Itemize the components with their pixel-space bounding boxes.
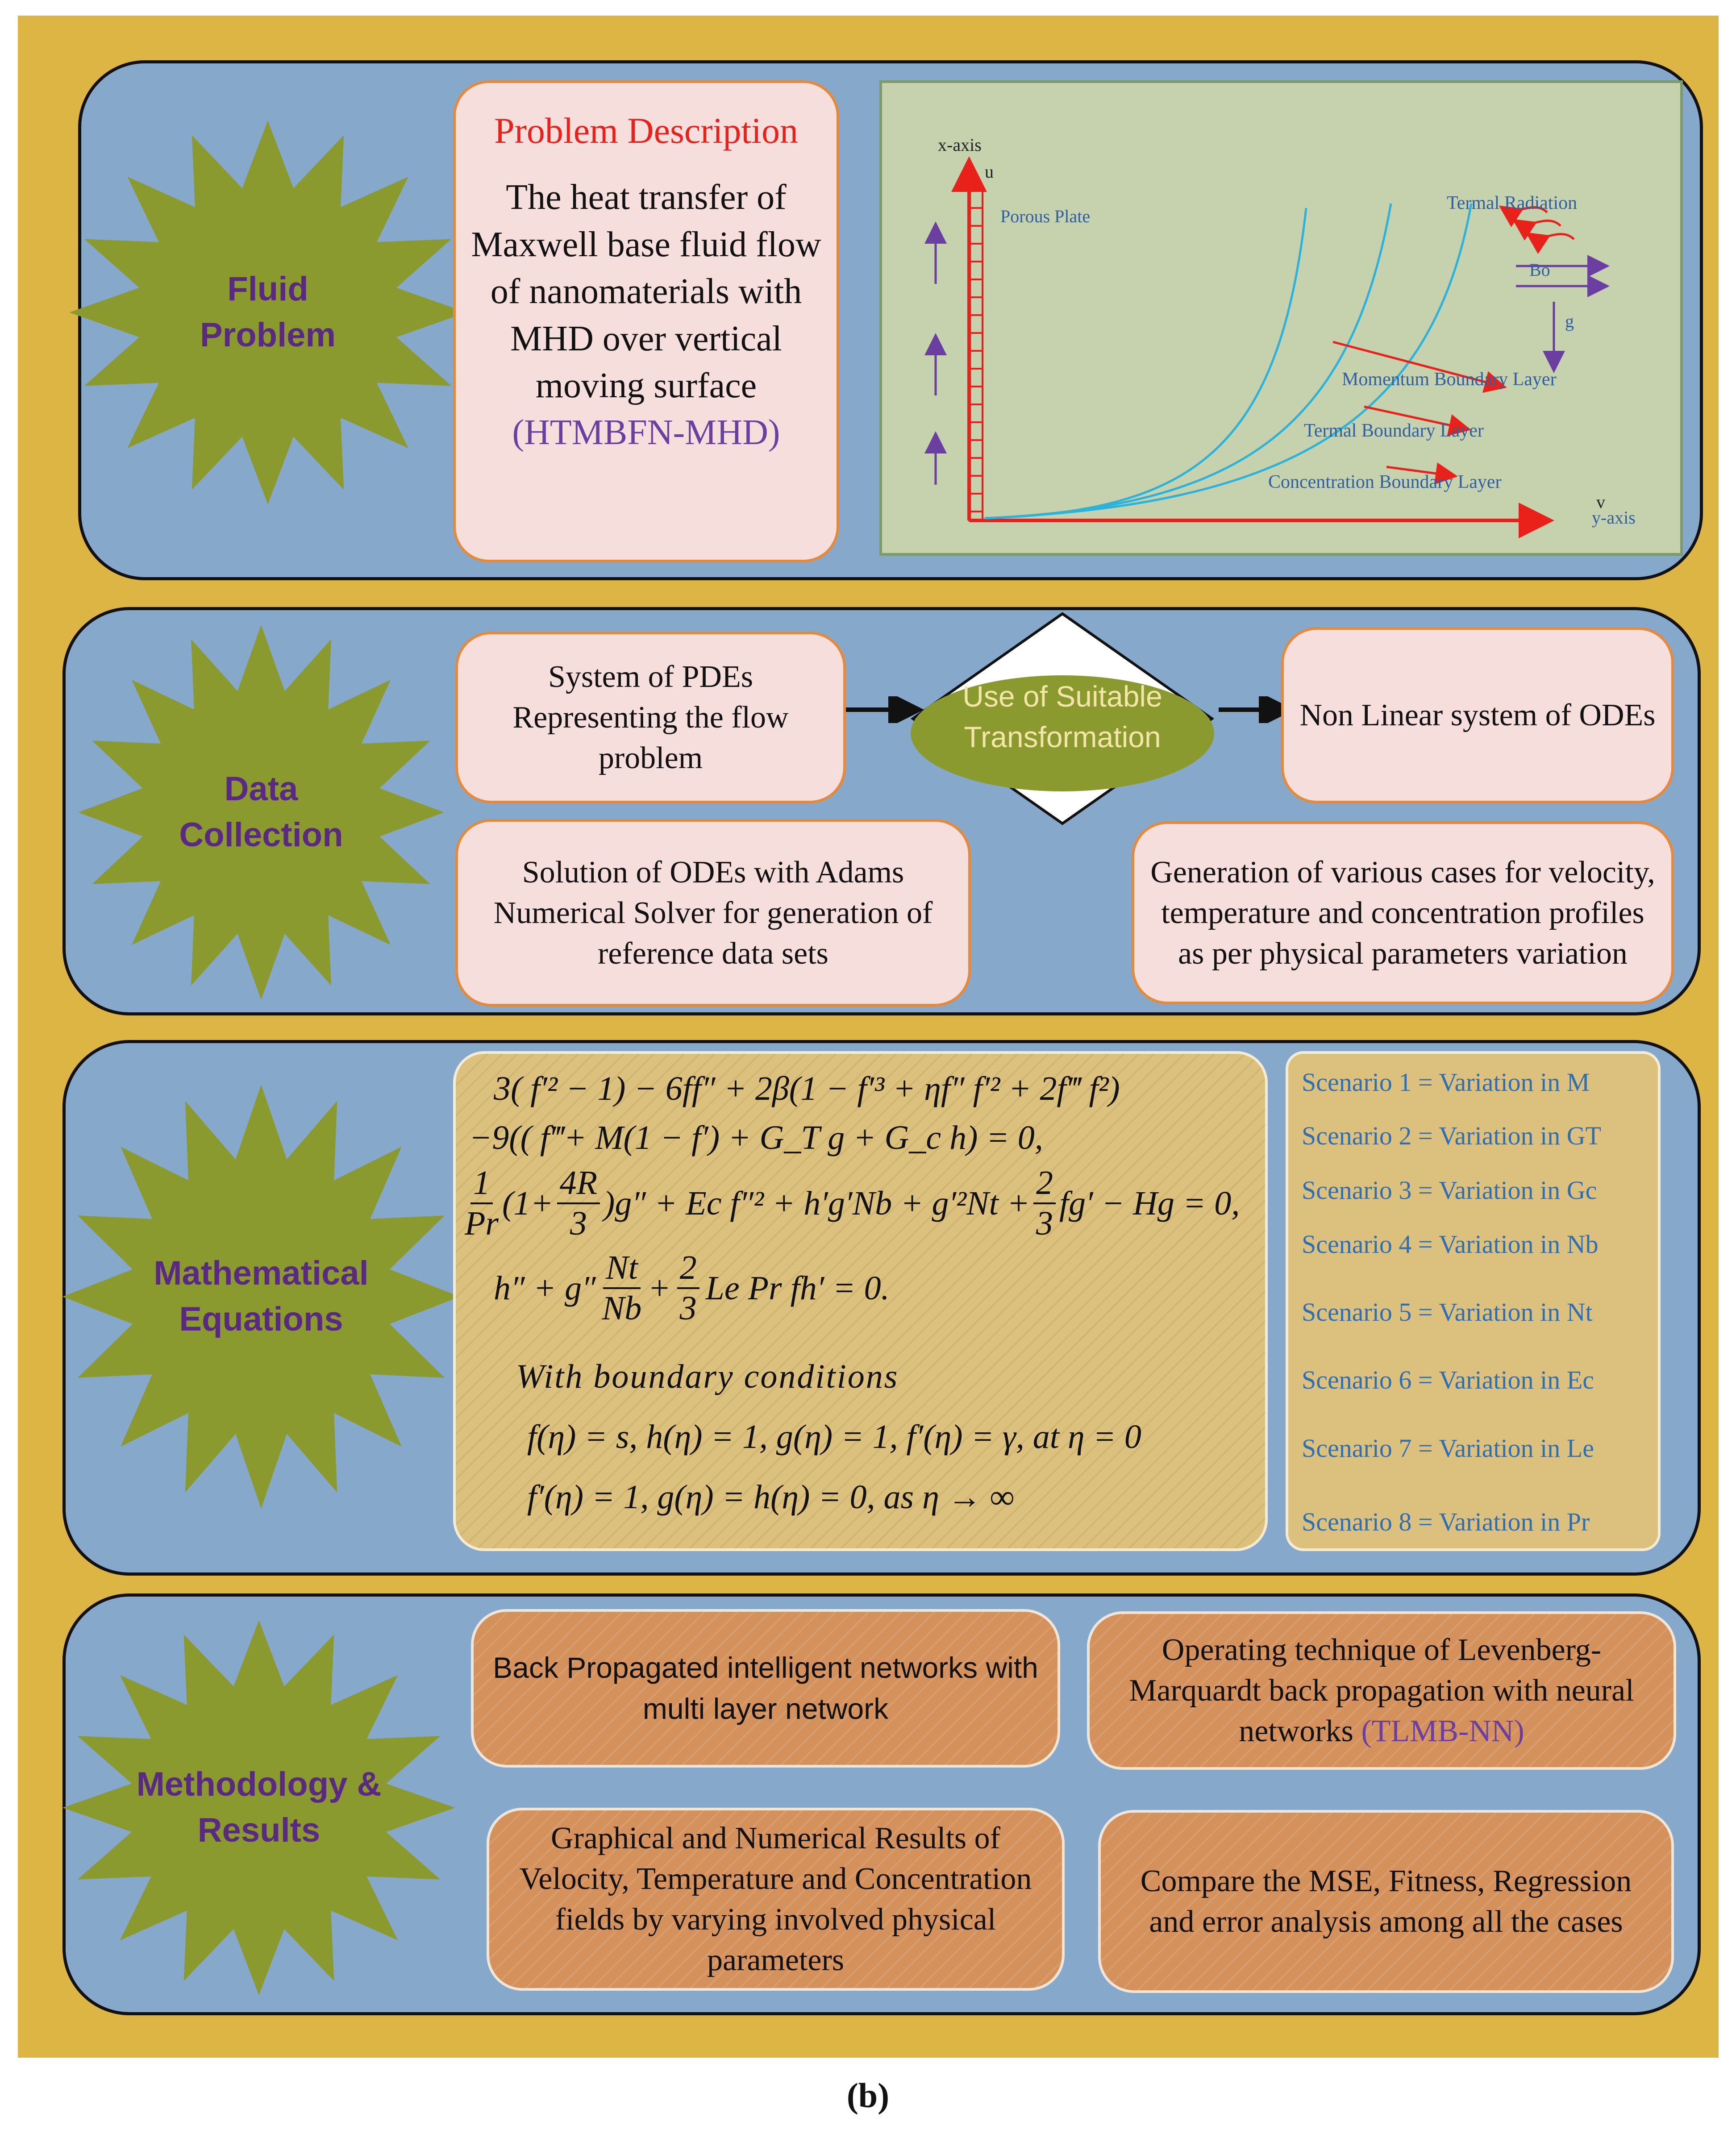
eq3-frac2: 2 3 [677,1248,699,1328]
problem-body: The heat transfer of Maxwell base fluid … [471,178,821,406]
transform-ellipse [911,675,1214,791]
star-data-collection: Data Collection [78,625,444,1000]
fig-radiation-label: Termal Radiation [1447,193,1578,213]
eq3-start: h″ + g″ [494,1269,596,1307]
fig-x-axis-label: x-axis [938,135,982,155]
thermal-curve [984,203,1392,520]
transform-shape [911,612,1214,825]
momentum-pointer [1332,341,1507,393]
eq3-frac1-den: Nb [602,1290,642,1327]
eq2-frac2-den: 3 [570,1205,587,1242]
boundary-layer-figure: x-axis u Porous Plate Termal Radiation B… [879,80,1683,556]
eq2-frac3: 2 3 [1033,1164,1056,1243]
eq2-frac3-num: 2 [1033,1164,1056,1204]
eq2-paren: (1+ [502,1184,554,1222]
plate-ticks [969,207,982,512]
stage-label-data: Data Collection [179,770,343,854]
cases-text: Generation of various cases for velocity… [1150,855,1655,971]
star-fluid-problem: Fluid Problem [69,121,466,504]
eq3-frac1-num: Nt [603,1248,641,1289]
eq2-frac1-den: Pr [465,1205,499,1242]
figure-caption: (b) [846,2076,890,2115]
adams-text: Solution of ODEs with Adams Numerical So… [493,855,933,971]
fig-thermal-label: Termal Boundary Layer [1304,420,1484,441]
eq3-plus: + [648,1269,671,1307]
pdes-box: System of PDEs Representing the flow pro… [455,632,846,803]
eq2-frac2: 4R 3 [557,1164,600,1243]
eq2-end: fg′ − Hg = 0, [1059,1184,1240,1222]
compare-text: Compare the MSE, Fitness, Regression and… [1140,1864,1632,1939]
equation-1b: −9(( f‴+ M(1 − f′) + G_T g + G_c h) = 0, [469,1119,1043,1156]
porous-plate [968,185,983,521]
levenberg-acronym: (TLMB-NN) [1361,1714,1524,1748]
equation-1a: 3( f′² − 1) − 6ff″ + 2β(1 − f′³ + ηf″ f′… [494,1070,1120,1107]
cases-box: Generation of various cases for velocity… [1132,821,1674,1004]
problem-description-box: Problem Description The heat transfer of… [453,80,839,562]
problem-title: Problem Description [494,110,798,151]
odes-text: Non Linear system of ODEs [1299,698,1656,732]
scenario-7: Scenario 7 = Variation in Le [1302,1434,1594,1463]
fig-u-label: u [985,162,994,182]
eq3-frac2-num: 2 [677,1248,699,1289]
levenberg-desc: Operating technique of Levenberg-Marquar… [1129,1633,1634,1748]
fig-g-label: g [1565,311,1574,331]
backprop-box: Back Propagated intelligent networks wit… [471,1609,1060,1768]
graphical-results-text: Graphical and Numerical Results of Veloc… [519,1821,1032,1977]
eq2-frac2-num: 4R [557,1164,600,1204]
stage-label-fluid: Fluid Problem [200,270,336,354]
transform-text: Use of Suitable Transformation [962,680,1162,754]
fig-v-label: v [1596,492,1605,512]
scenario-3: Scenario 3 = Variation in Gc [1302,1176,1597,1205]
levenberg-box: Operating technique of Levenberg-Marquar… [1087,1611,1676,1770]
boundary-condition-2: f′(η) = 1, g(η) = h(η) = 0, as η → ∞ [527,1478,1015,1516]
eq2-frac1-num: 1 [470,1164,493,1204]
eq3-frac1: Nt Nb [602,1248,642,1328]
equation-3: h″ + g″ Nt Nb + 2 3 Le Pr fh′ = 0. [494,1248,890,1328]
problem-acronym: (HTMBFN-MHD) [512,412,780,452]
fig-porous-plate-label: Porous Plate [1000,206,1091,226]
adams-solver-box: Solution of ODEs with Adams Numerical So… [455,819,971,1007]
scenario-6: Scenario 6 = Variation in Ec [1302,1365,1594,1394]
scenario-5: Scenario 5 = Variation in Nt [1302,1298,1593,1327]
equations-box: 3( f′² − 1) − 6ff″ + 2β(1 − f′³ + ηf″ f′… [453,1051,1268,1551]
scenario-8: Scenario 8 = Variation in Pr [1302,1507,1590,1536]
compare-box: Compare the MSE, Fitness, Regression and… [1098,1810,1674,1993]
flow-arrows [846,696,1295,723]
star-math-equations: Mathematical Equations [62,1085,460,1509]
fig-b0-label: Bo [1529,260,1550,280]
boundary-condition-1: f(η) = s, h(η) = 1, g(η) = 1, f′(η) = γ,… [527,1418,1141,1456]
equation-2: 1 Pr (1+ 4R 3 )g″ + Ec f″² + h′g′Nb + g′… [465,1164,1240,1243]
star-methodology: Methodology & Results [62,1620,455,1995]
fig-y-axis-label: y-axis [1592,508,1636,528]
stage-label-math: Mathematical Equations [154,1254,369,1338]
levenberg-text: Operating technique of Levenberg-Marquar… [1090,1630,1674,1751]
eq2-frac1: 1 Pr [465,1164,499,1243]
fig-momentum-label: Momentum Boundary Layer [1342,369,1557,390]
momentum-curve [984,203,1473,520]
pdes-text: System of PDEs Representing the flow pro… [512,660,789,775]
thermal-pointer [1364,405,1471,436]
boundary-conditions-title: With boundary conditions [516,1358,899,1395]
eq2-frac3-den: 3 [1036,1205,1053,1242]
backprop-text: Back Propagated intelligent networks wit… [493,1651,1038,1725]
scenarios-box: Scenario 1 = Variation in M Scenario 2 =… [1286,1051,1661,1551]
eq3-end: Le Pr fh′ = 0. [705,1269,890,1307]
odes-box: Non Linear system of ODEs [1281,627,1674,803]
graphical-results-box: Graphical and Numerical Results of Veloc… [487,1808,1065,1991]
scenario-2: Scenario 2 = Variation in GT [1302,1121,1602,1150]
figure-svg [924,156,1610,538]
concentration-pointer [1386,462,1458,485]
eq2-rest: )g″ + Ec f″² + h′g′Nb + g′²Nt + [604,1184,1030,1222]
stage-label-method: Methodology & Results [136,1765,382,1849]
scenario-1: Scenario 1 = Variation in M [1302,1068,1590,1097]
fig-concentration-label: Concentration Boundary Layer [1268,472,1502,492]
scenario-4: Scenario 4 = Variation in Nb [1302,1230,1599,1259]
eq3-frac2-den: 3 [679,1290,697,1327]
radiation-icon [1499,205,1575,254]
